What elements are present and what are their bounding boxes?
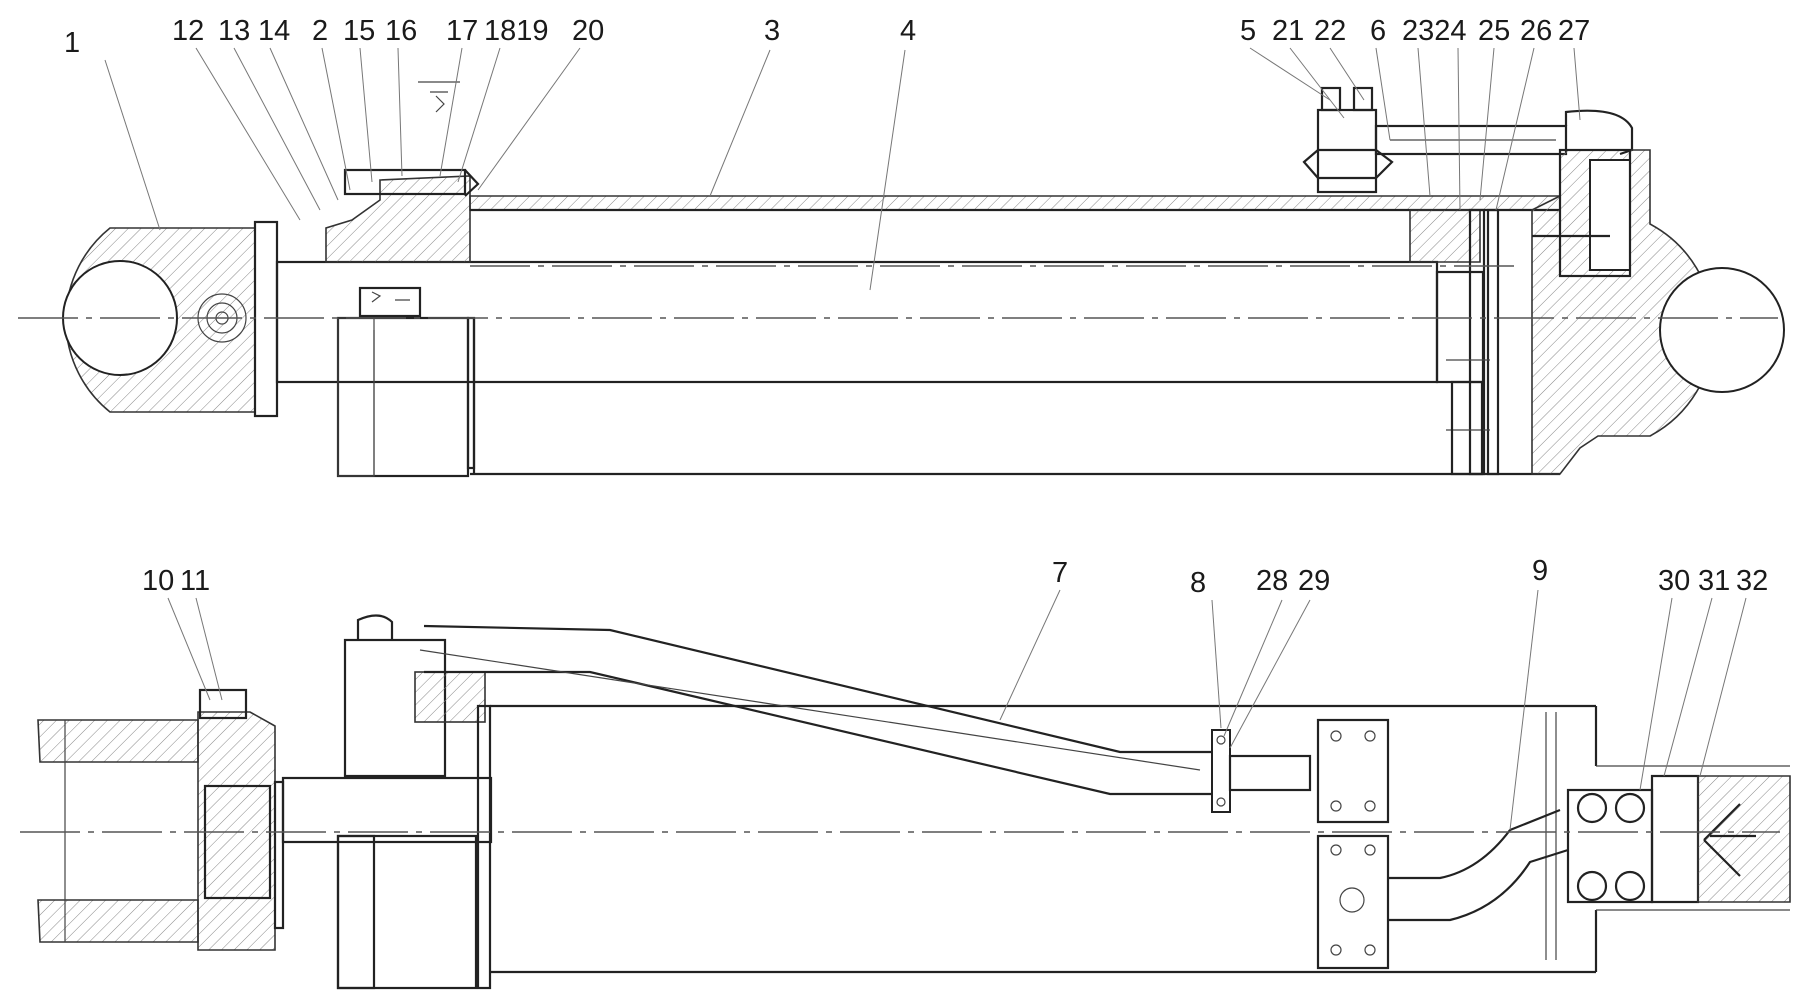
rod-eye-left bbox=[62, 220, 279, 418]
tube-clamp bbox=[1211, 729, 1231, 813]
top-cylinder-section bbox=[18, 81, 1785, 478]
label-11: 11 bbox=[180, 565, 210, 597]
label-9: 9 bbox=[1532, 555, 1548, 587]
external-tube bbox=[419, 624, 1218, 796]
label-16: 16 bbox=[385, 15, 417, 47]
label-22: 22 bbox=[1314, 15, 1346, 47]
label-12: 12 bbox=[172, 15, 204, 47]
label-3: 3 bbox=[764, 15, 780, 47]
label-1819: 1819 bbox=[484, 15, 549, 47]
bottom-cylinder-barrel bbox=[490, 704, 1598, 974]
label-10: 10 bbox=[142, 565, 174, 597]
label-25: 25 bbox=[1478, 15, 1510, 47]
label-32: 32 bbox=[1736, 565, 1768, 597]
label-30: 30 bbox=[1658, 565, 1690, 597]
part-labels-top: 1 12 13 14 2 15 16 17 1819 20 3 4 5 21 2… bbox=[64, 15, 1590, 59]
label-5: 5 bbox=[1240, 15, 1256, 47]
label-2: 2 bbox=[312, 15, 328, 47]
label-17: 17 bbox=[446, 15, 478, 47]
label-26: 26 bbox=[1520, 15, 1552, 47]
bottom-cylinder-view bbox=[20, 614, 1791, 990]
label-31: 31 bbox=[1698, 565, 1730, 597]
label-20: 20 bbox=[572, 15, 604, 47]
label-7: 7 bbox=[1052, 557, 1068, 589]
leader-lines bbox=[104, 47, 1747, 831]
clevis-left bbox=[37, 688, 285, 951]
label-29: 29 bbox=[1298, 565, 1330, 597]
label-15: 15 bbox=[343, 15, 375, 47]
bottom-cylinder-head bbox=[336, 614, 492, 990]
label-21: 21 bbox=[1272, 15, 1304, 47]
label-8: 8 bbox=[1190, 567, 1206, 599]
barrel-port-block bbox=[1302, 86, 1634, 194]
piston bbox=[1409, 208, 1500, 476]
label-27: 27 bbox=[1558, 15, 1590, 47]
label-14: 14 bbox=[258, 15, 290, 47]
cylinder-barrel bbox=[469, 195, 1561, 476]
piston-rod bbox=[275, 260, 1439, 384]
label-28: 28 bbox=[1256, 565, 1288, 597]
part-labels-bottom: 10 11 7 8 28 29 9 30 31 32 bbox=[142, 555, 1768, 599]
label-13: 13 bbox=[218, 15, 250, 47]
label-1: 1 bbox=[64, 27, 80, 59]
label-4: 4 bbox=[900, 15, 916, 47]
label-6: 6 bbox=[1370, 15, 1386, 47]
cylinder-head bbox=[325, 81, 480, 478]
valve-block-right bbox=[1566, 765, 1791, 911]
cap-eye-right bbox=[1531, 148, 1785, 475]
tube-flanges bbox=[1228, 718, 1390, 970]
short-tube bbox=[1388, 808, 1569, 922]
label-2324: 2324 bbox=[1402, 15, 1467, 47]
